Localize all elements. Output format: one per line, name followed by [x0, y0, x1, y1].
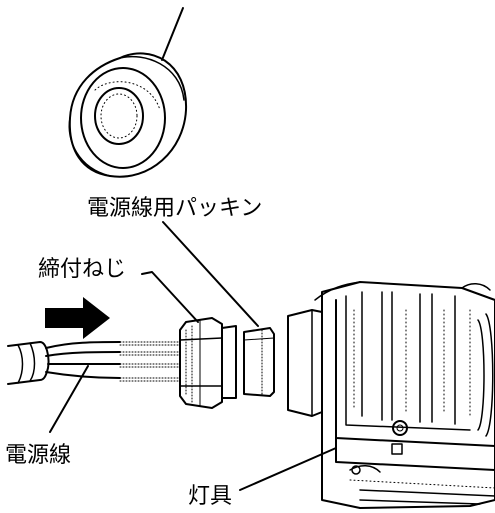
tightening-screw [179, 317, 237, 409]
cable-label: 電源線 [5, 443, 71, 468]
insert-direction-arrow-icon [45, 297, 110, 339]
gasket-enlarged [68, 7, 188, 178]
lamp-fixture [287, 281, 495, 509]
fixture-label: 灯具 [188, 484, 232, 509]
gasket-label: 電源線用パッキン [87, 196, 262, 221]
screw-label: 締付ねじ [38, 257, 126, 282]
gasket-small [243, 327, 275, 397]
power-cable [7, 341, 181, 385]
